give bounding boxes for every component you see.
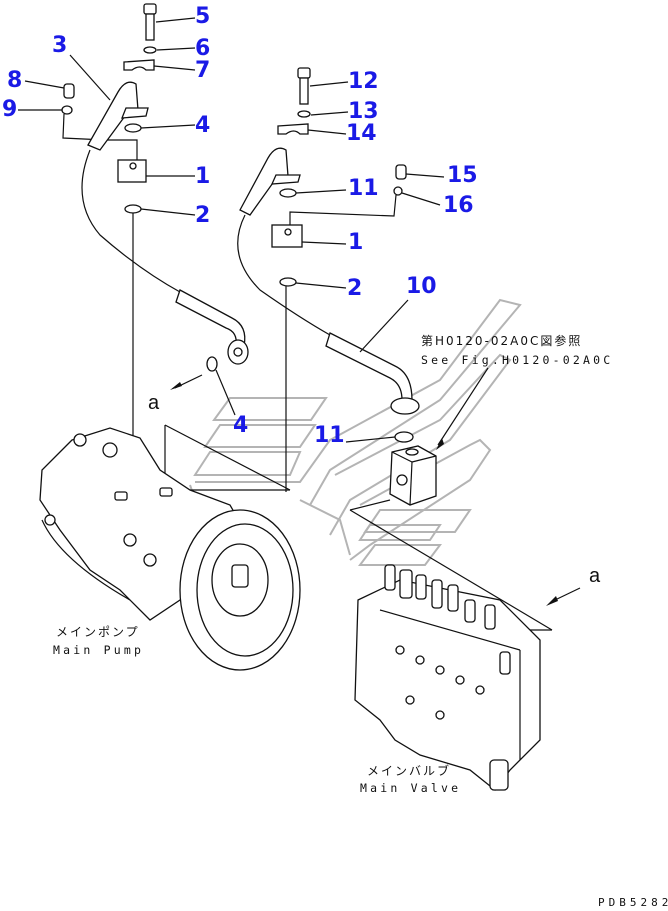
washer-6 — [143, 46, 157, 54]
flange-1b — [271, 224, 303, 248]
callout-13: 13 — [348, 99, 379, 124]
callout-4-top: 4 — [195, 113, 211, 138]
washer-13 — [297, 110, 311, 118]
flange-1a — [117, 159, 147, 183]
oring-16 — [393, 186, 403, 196]
reference-note-en: See Fig.H0120-02A0C — [421, 353, 614, 367]
callout-3: 3 — [52, 33, 68, 58]
clamp-14 — [277, 123, 309, 135]
callout-8: 8 — [7, 68, 23, 93]
oring-9 — [61, 105, 73, 115]
oring-4a — [124, 123, 142, 133]
oring-11b — [394, 431, 414, 443]
callout-2-left: 2 — [195, 203, 211, 228]
callout-15: 15 — [447, 163, 478, 188]
main-pump-label-en: Main Pump — [53, 643, 145, 657]
clamp-7 — [123, 59, 155, 71]
callout-2-right: 2 — [347, 276, 363, 301]
callout-10: 10 — [406, 274, 437, 299]
callout-9: 9 — [2, 97, 18, 122]
main-pump-label-jp: メインポンプ — [56, 625, 140, 639]
main-valve-drawing — [354, 564, 541, 791]
callout-5: 5 — [195, 4, 211, 29]
oring-11a — [279, 188, 297, 198]
plug-8 — [63, 83, 75, 99]
callout-1-right: 1 — [348, 230, 364, 255]
callout-7: 7 — [195, 58, 211, 83]
oring-4b — [206, 356, 218, 372]
view-marker-a-left: a — [148, 392, 160, 414]
callout-11-bottom: 11 — [314, 423, 345, 448]
callout-4-bottom: 4 — [233, 413, 249, 438]
main-valve-label-jp: メインバルブ — [367, 764, 452, 778]
main-valve-label-en: Main Valve — [360, 781, 462, 795]
callout-12: 12 — [348, 69, 379, 94]
callout-1-left: 1 — [195, 164, 211, 189]
drawing-code: PDB5282 — [598, 896, 668, 909]
main-pump-drawing — [39, 427, 301, 671]
plug-15 — [395, 164, 407, 180]
callout-14: 14 — [346, 121, 377, 146]
reference-note-jp: 第H0120-02A0C図参照 — [421, 334, 583, 348]
callout-6: 6 — [195, 36, 211, 61]
bolt-5 — [143, 3, 157, 41]
bolt-12 — [297, 67, 311, 105]
oring-2b — [279, 277, 297, 287]
oring-2a — [124, 204, 142, 214]
callout-11-top: 11 — [348, 176, 379, 201]
view-marker-a-right: a — [589, 565, 601, 587]
pilot-valve-block — [389, 445, 437, 506]
callout-16: 16 — [443, 193, 474, 218]
flange-right — [390, 397, 420, 415]
